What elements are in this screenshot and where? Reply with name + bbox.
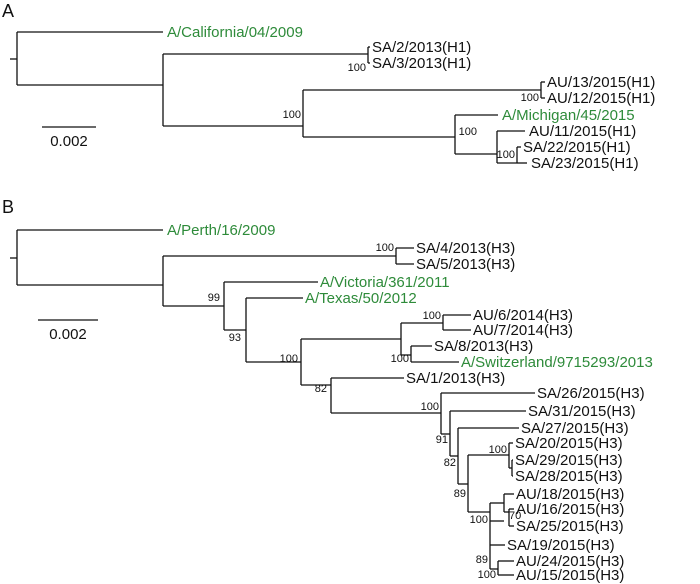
taxon-label: A/Perth/16/2009 [167, 222, 275, 239]
panel-b-scale-bar: 0.002 [38, 319, 98, 343]
bootstrap-value: 100 [459, 126, 477, 138]
panel-b: B [2, 197, 653, 584]
taxon-label: AU/16/2015(H3) [516, 501, 624, 518]
bootstrap-value: 89 [476, 554, 488, 566]
panel-b-branches [10, 229, 535, 576]
taxon-label: A/California/04/2009 [167, 24, 303, 41]
panel-a-support-values: 100 100 100 100 100 [283, 62, 539, 161]
bootstrap-value: 100 [489, 444, 507, 456]
taxon-label: SA/22/2015(H1) [523, 139, 631, 156]
taxon-label: SA/23/2015(H1) [531, 155, 639, 172]
taxon-label: SA/4/2013(H3) [416, 240, 515, 257]
taxon-label: AU/12/2015(H1) [547, 90, 655, 107]
bootstrap-value: 100 [521, 92, 539, 104]
bootstrap-value: 100 [283, 109, 301, 121]
taxon-label: AU/15/2015(H3) [516, 567, 624, 584]
taxon-label: AU/13/2015(H1) [547, 74, 655, 91]
taxon-label: SA/26/2015(H3) [537, 385, 645, 402]
taxon-label: A/Victoria/361/2011 [320, 274, 450, 291]
taxon-label: A/Michigan/45/2015 [502, 107, 635, 124]
bootstrap-value: 100 [470, 514, 488, 526]
bootstrap-value: 82 [444, 457, 456, 469]
taxon-label: SA/29/2015(H3) [515, 452, 623, 469]
bootstrap-value: 100 [391, 353, 409, 365]
bootstrap-value: 100 [421, 401, 439, 413]
taxon-label: SA/25/2015(H3) [516, 518, 624, 535]
taxon-label: AU/18/2015(H3) [516, 486, 624, 503]
bootstrap-value: 100 [478, 569, 496, 581]
taxon-label: AU/11/2015(H1) [529, 123, 636, 140]
bootstrap-value: 100 [423, 310, 441, 322]
bootstrap-value: 100 [376, 242, 394, 254]
taxon-label: SA/5/2013(H3) [416, 256, 515, 273]
bootstrap-value: 82 [315, 383, 327, 395]
bootstrap-value: 91 [436, 434, 448, 446]
bootstrap-value: 99 [208, 292, 220, 304]
taxon-label: A/Switzerland/9715293/2013 [461, 354, 653, 371]
bootstrap-value: 70 [509, 510, 521, 522]
panel-a-scale-bar: 0.002 [42, 126, 96, 150]
taxon-label: SA/27/2015(H3) [521, 420, 629, 437]
scale-bar-label: 0.002 [49, 326, 87, 343]
taxon-label: AU/24/2015(H3) [516, 553, 624, 570]
bootstrap-value: 89 [454, 488, 466, 500]
taxon-label: A/Texas/50/2012 [305, 290, 417, 307]
bootstrap-value: 100 [497, 149, 515, 161]
taxon-label: SA/28/2015(H3) [515, 468, 623, 485]
bootstrap-value: 100 [280, 353, 298, 365]
panel-b-taxon-labels: A/Perth/16/2009 SA/4/2013(H3) SA/5/2013(… [167, 222, 653, 584]
taxon-label: SA/1/2013(H3) [406, 370, 505, 387]
panel-b-label: B [2, 197, 14, 217]
taxon-label: SA/19/2015(H3) [507, 537, 615, 554]
taxon-label: AU/6/2014(H3) [473, 307, 573, 324]
bootstrap-value: 100 [348, 62, 366, 74]
taxon-label: SA/2/2013(H1) [372, 39, 471, 56]
panel-b-support-values: 100 99 93 100 100 100 82 100 91 82 100 8… [208, 242, 522, 581]
scale-bar-label: 0.002 [50, 133, 88, 150]
taxon-label: SA/8/2013(H3) [434, 338, 533, 355]
bootstrap-value: 93 [229, 332, 241, 344]
panel-a-branches [10, 31, 545, 164]
panel-a: A [2, 1, 655, 172]
panel-a-label: A [2, 1, 14, 21]
taxon-label: SA/31/2015(H3) [528, 403, 636, 420]
taxon-label: SA/20/2015(H3) [515, 435, 623, 452]
taxon-label: SA/3/2013(H1) [372, 55, 471, 72]
taxon-label: AU/7/2014(H3) [473, 322, 573, 339]
panel-a-taxon-labels: A/California/04/2009 SA/2/2013(H1) SA/3/… [167, 24, 655, 172]
